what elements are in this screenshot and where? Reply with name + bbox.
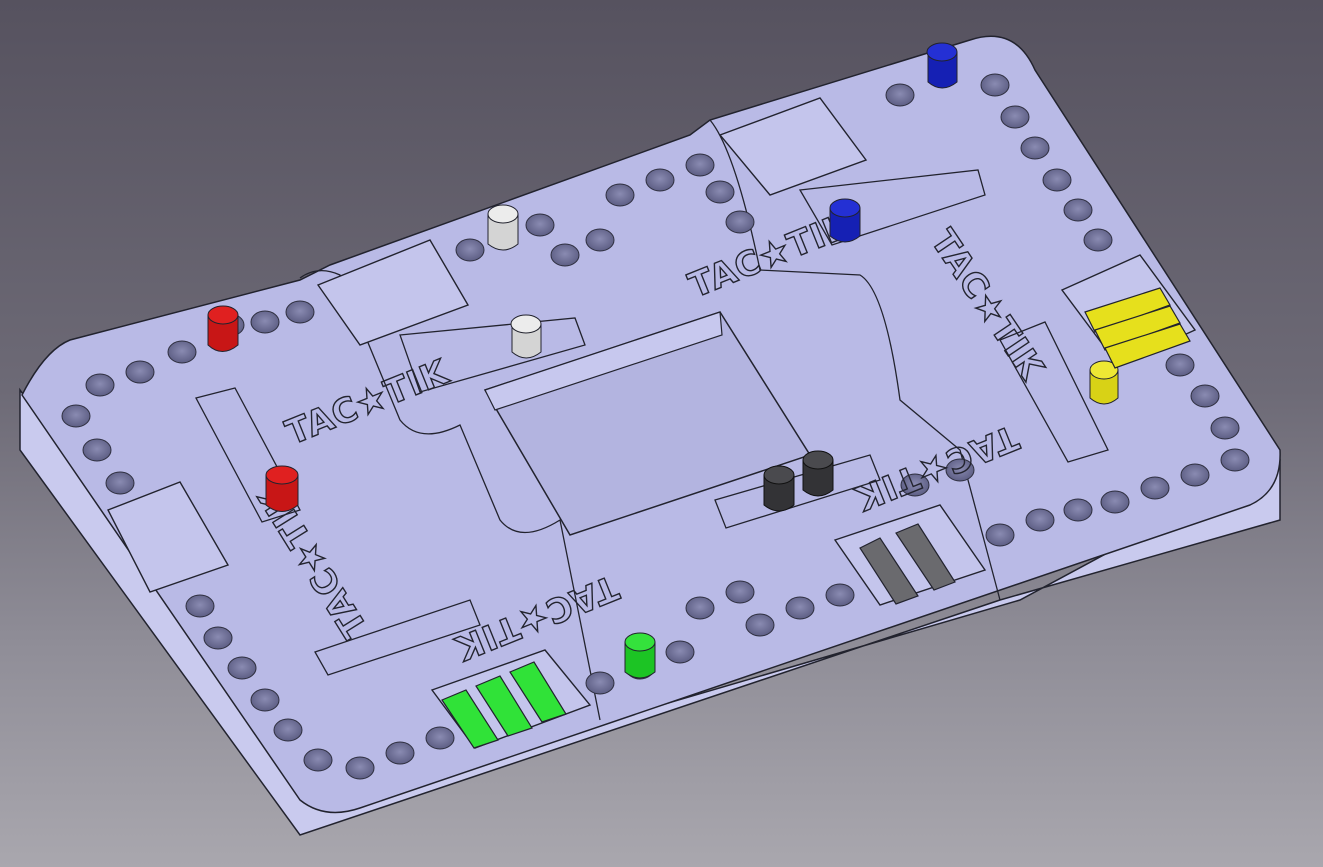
white-peg-top xyxy=(487,204,519,224)
green-peg[interactable] xyxy=(624,641,656,679)
blue-peg[interactable] xyxy=(829,207,861,243)
black-peg-top xyxy=(802,450,834,470)
yellow-pegs[interactable] xyxy=(1084,287,1191,405)
center-tray xyxy=(483,311,812,536)
red-peg-top xyxy=(207,305,239,325)
blue-pegs[interactable] xyxy=(829,42,958,243)
red-peg[interactable] xyxy=(207,314,239,352)
green-pawn-rods[interactable] xyxy=(441,661,567,749)
black-pawn-rods[interactable] xyxy=(859,523,956,605)
green-pegs[interactable] xyxy=(441,632,656,749)
red-peg-top xyxy=(265,465,299,485)
white-peg[interactable] xyxy=(487,213,519,251)
white-pegs[interactable] xyxy=(487,204,542,359)
green-peg-top xyxy=(624,632,656,652)
white-peg-top xyxy=(510,314,542,334)
yellow-peg[interactable] xyxy=(1089,369,1119,405)
red-pegs[interactable] xyxy=(207,305,299,512)
module-seams xyxy=(299,119,1001,721)
yellow-peg-top xyxy=(1089,360,1119,380)
yellow-pawn-rods[interactable] xyxy=(1084,287,1191,369)
red-peg[interactable] xyxy=(265,474,299,512)
black-peg[interactable] xyxy=(763,474,795,512)
black-peg-top xyxy=(763,465,795,485)
blue-peg-top xyxy=(829,198,861,218)
blue-peg[interactable] xyxy=(927,51,958,89)
card-trays xyxy=(107,97,868,593)
black-pegs[interactable] xyxy=(763,450,956,605)
black-peg[interactable] xyxy=(802,459,834,497)
blue-peg-top xyxy=(926,42,958,62)
